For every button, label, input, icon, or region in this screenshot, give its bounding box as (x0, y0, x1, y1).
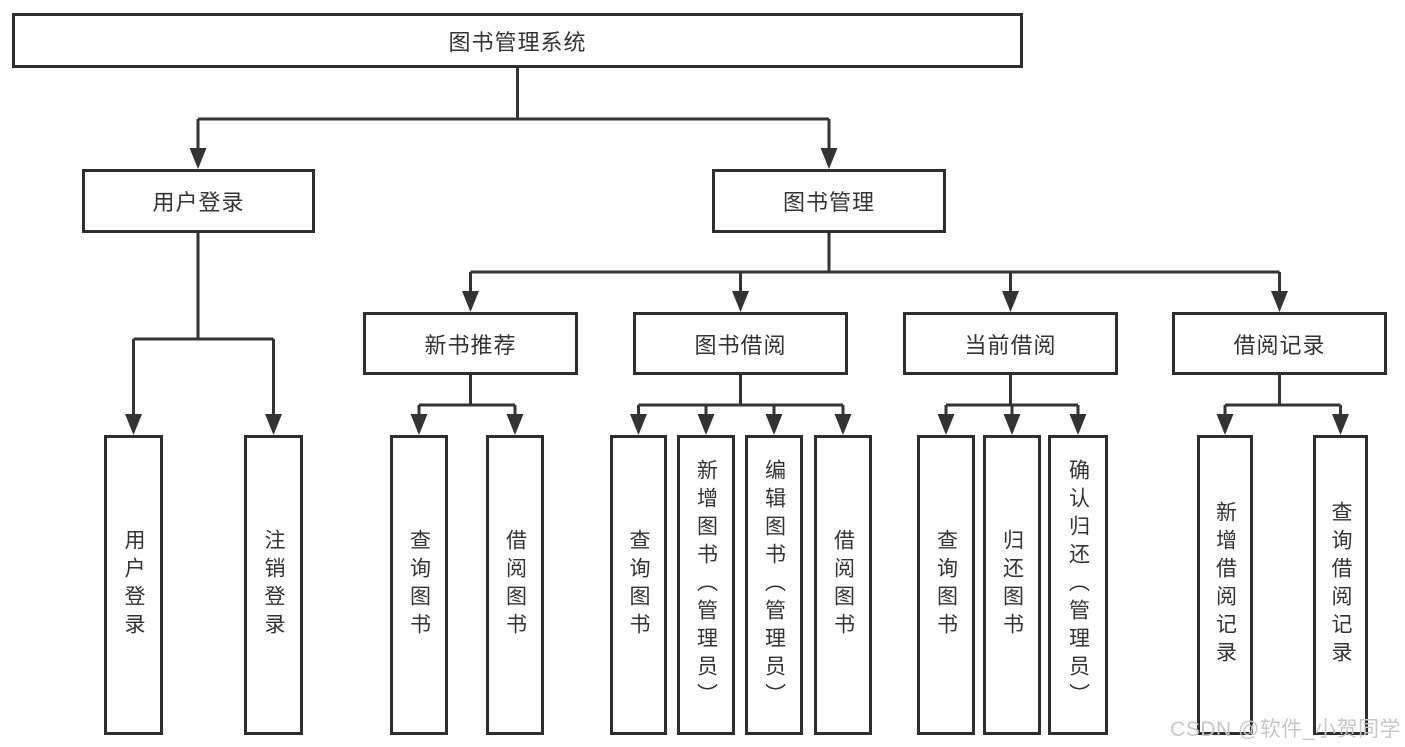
leaf-query-borrow-record: 查询借阅记录 (1313, 435, 1368, 735)
node-label: 用户登录 (152, 190, 245, 215)
node-book-management-system: 图书管理系统 (12, 13, 1023, 68)
node-label: 新书推荐 (424, 332, 517, 358)
node-borrowing-records: 借阅记录 (1172, 312, 1387, 375)
edge-root-to-level2 (196, 68, 831, 166)
arrowhead (1216, 414, 1234, 435)
arrowhead (506, 414, 524, 435)
node-label: 图书管理系统 (448, 29, 587, 55)
arrowhead (265, 414, 282, 435)
node-label: 编辑图书（管理员） (762, 459, 786, 711)
node-label: 图书管理 (782, 190, 875, 215)
leaf-add-books-admin: 新增图书（管理员） (677, 435, 735, 735)
arrowhead (834, 414, 852, 435)
arrowhead (189, 148, 207, 169)
node-label: 注销登录 (262, 529, 285, 641)
leaf-logout: 注销登录 (244, 435, 303, 735)
edge-borrowrecords-to-leaves (1223, 375, 1342, 432)
leaf-confirm-return-admin: 确认归还（管理员） (1048, 435, 1108, 735)
node-label: 查询图书 (934, 529, 958, 641)
edge-bookmgmt-to-level3 (469, 233, 1281, 309)
node-user-login: 用户登录 (82, 169, 315, 233)
arrowhead (1271, 291, 1288, 312)
arrowhead (732, 291, 749, 312)
leaf-return-books: 归还图书 (983, 435, 1041, 735)
edge-newbookrec-to-leaves (417, 375, 517, 432)
arrowhead (462, 291, 479, 312)
node-label: 归还图书 (1000, 529, 1024, 641)
edge-userlogin-to-leaves (132, 233, 275, 432)
node-book-borrowing: 图书借阅 (633, 312, 848, 375)
leaf-query-books-borrowing: 查询图书 (610, 435, 667, 735)
node-book-management: 图书管理 (712, 169, 946, 233)
arrowhead (125, 414, 142, 435)
node-label: 用户登录 (122, 529, 145, 641)
node-label: 新增借阅记录 (1213, 501, 1237, 669)
arrowheads (125, 148, 1349, 435)
arrowhead (1002, 291, 1019, 312)
node-label: 借阅图书 (503, 529, 527, 641)
leaf-borrow-books-recommend: 借阅图书 (486, 435, 544, 735)
node-label: 当前借阅 (964, 332, 1057, 358)
leaf-edit-books-admin: 编辑图书（管理员） (745, 435, 803, 735)
node-label: 图书借阅 (694, 332, 787, 358)
arrowhead (937, 414, 955, 435)
node-label: 确认归还（管理员） (1066, 459, 1090, 711)
node-new-book-recommend: 新书推荐 (363, 312, 578, 375)
node-label: 查询借阅记录 (1329, 501, 1352, 669)
leaf-query-books-recommend: 查询图书 (390, 435, 448, 735)
arrowhead (1069, 414, 1087, 435)
leaf-borrow-books-borrowing: 借阅图书 (814, 435, 872, 735)
edge-bookborrow-to-leaves (637, 375, 845, 432)
arrowhead (697, 414, 715, 435)
arrowhead (1003, 414, 1021, 435)
arrowhead (765, 414, 783, 435)
csdn-watermark: CSDN @软件_小贺同学 (1170, 718, 1401, 741)
node-label: 借阅图书 (831, 529, 855, 641)
arrowhead (1332, 414, 1349, 435)
leaf-query-books-current: 查询图书 (917, 435, 975, 735)
arrowhead (820, 148, 838, 169)
node-label: 新增图书（管理员） (694, 459, 718, 711)
arrowhead (630, 414, 647, 435)
arrowhead (410, 414, 428, 435)
node-label: 查询图书 (627, 529, 650, 641)
leaf-user-login: 用户登录 (104, 435, 163, 735)
node-current-borrowing: 当前借阅 (903, 312, 1118, 375)
leaf-add-borrow-record: 新增借阅记录 (1197, 435, 1253, 735)
node-label: 借阅记录 (1233, 332, 1326, 358)
node-label: 查询图书 (407, 529, 431, 641)
